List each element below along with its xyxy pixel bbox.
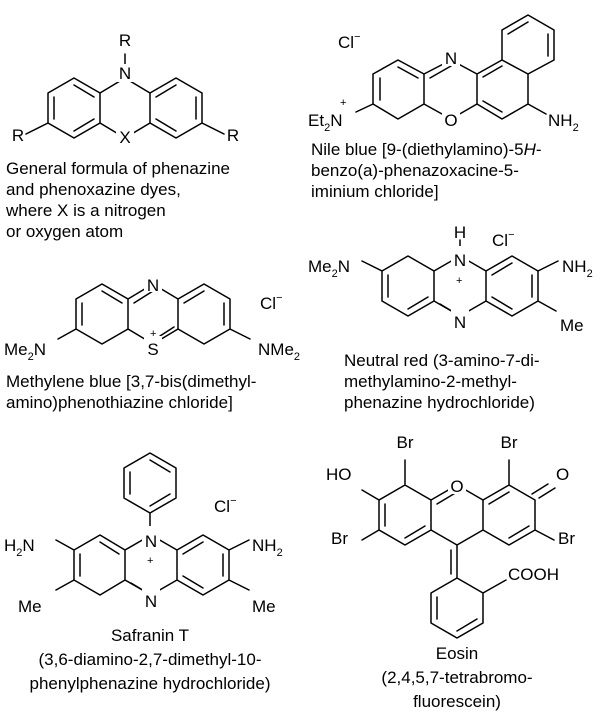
methylene-blue-structure: N S + Cl− Me2N NMe2 Methylene blue [3,7-…	[4, 274, 300, 412]
neutral-red-plus: +	[456, 275, 462, 287]
general-caption-line: General formula of phenazine	[6, 159, 230, 178]
methylene-blue-plus: +	[150, 328, 156, 340]
safranin-t-caption: Safranin T (3,6-diamino-2,7-dimethyl-10-…	[30, 626, 271, 693]
safranin-t-nh2: NH2	[252, 536, 283, 559]
nile-blue-et2n: Et2N	[308, 111, 342, 134]
eosin-br-bottom-left: Br	[331, 529, 348, 548]
eosin-bonds	[361, 459, 556, 639]
eosin-o-keto: O	[556, 465, 569, 484]
methylene-blue-caption: Methylene blue [3,7-bis(dimethyl- amino)…	[6, 372, 256, 412]
eosin-caption-line: fluorescein)	[413, 692, 501, 711]
safranin-t-caption-line: (3,6-diamino-2,7-dimethyl-10-	[39, 650, 262, 669]
methylene-blue-cl: Cl−	[260, 292, 283, 313]
nile-blue-caption-line: Nile blue [9-(diethylamino)-5H-	[311, 140, 542, 159]
safranin-t-caption-line: phenylphenazine hydrochloride)	[30, 674, 271, 693]
general-caption-line: and phenoxazine dyes,	[6, 180, 181, 199]
nile-blue-cl: Cl−	[338, 31, 361, 52]
safranin-t-n-bottom: N	[145, 592, 157, 611]
general-formula-structure: R N X R R General formula of phenazine a…	[5, 31, 239, 241]
nile-blue-structure: Cl− N O NH2 Et2N + Nile blue [9-(diethyl…	[308, 14, 579, 201]
eosin-cooh: COOH	[508, 565, 559, 584]
general-r-left: R	[12, 126, 24, 145]
methylene-blue-nme2-right: NMe2	[258, 340, 300, 363]
general-caption-line: or oxygen atom	[6, 222, 123, 241]
nile-blue-caption-line: benzo(a)-phenazoxacine-5-	[311, 161, 519, 180]
eosin-br-top-right: Br	[501, 433, 518, 452]
safranin-t-h2n: H2N	[4, 536, 35, 559]
eosin-caption: Eosin (2,4,5,7-tetrabromo- fluorescein)	[381, 644, 532, 711]
neutral-red-nh2: NH2	[562, 257, 593, 280]
general-bonds	[25, 53, 225, 139]
safranin-t-me-right: Me	[252, 597, 276, 616]
safranin-t-caption-line: Safranin T	[111, 626, 189, 645]
eosin-structure: Br Br HO O O Br Br COOH Eosin (2,4,5,7-t…	[326, 433, 575, 711]
safranin-t-plus: +	[147, 555, 153, 567]
nile-blue-caption: Nile blue [9-(diethylamino)-5H- benzo(a)…	[311, 140, 542, 201]
safranin-t-cl: Cl−	[214, 495, 237, 516]
eosin-br-top-left: Br	[397, 433, 414, 452]
eosin-caption-line: (2,4,5,7-tetrabromo-	[381, 668, 532, 687]
safranin-t-me-left: Me	[18, 597, 42, 616]
general-x-atom: X	[119, 128, 130, 147]
general-caption-line: where X is a nitrogen	[5, 201, 166, 220]
methylene-blue-n-ring: N	[147, 276, 159, 295]
eosin-caption-line: Eosin	[436, 644, 479, 663]
methylene-blue-caption-line: Methylene blue [3,7-bis(dimethyl-	[6, 372, 256, 391]
methylene-blue-nme2-left: Me2N	[4, 340, 46, 363]
neutral-red-me2n: Me2N	[308, 257, 350, 280]
neutral-red-caption: Neutral red (3-amino-7-di- methylamino-2…	[344, 351, 540, 412]
neutral-red-caption-line: Neutral red (3-amino-7-di-	[344, 351, 540, 370]
eosin-o-ring: O	[450, 477, 463, 496]
safranin-t-structure: N + Cl− H2N NH2 N Me Me Safranin T (3,6-…	[4, 452, 283, 693]
neutral-red-h: H	[454, 223, 466, 242]
nile-blue-n-ring: N	[445, 49, 457, 68]
methylene-blue-s-ring: S	[147, 340, 158, 359]
general-n-atom: N	[119, 64, 131, 83]
eosin-br-bottom-right: Br	[558, 529, 575, 548]
nile-blue-o-ring: O	[444, 111, 457, 130]
neutral-red-caption-line: methylamino-2-methyl-	[344, 372, 517, 391]
general-caption: General formula of phenazine and phenoxa…	[5, 159, 230, 241]
methylene-blue-caption-line: amino)phenothiazine chloride]	[6, 393, 233, 412]
safranin-t-bonds	[55, 452, 250, 596]
nile-blue-caption-line: iminium chloride]	[311, 182, 439, 201]
methylene-blue-bonds	[57, 283, 251, 345]
neutral-red-cl: Cl−	[492, 229, 515, 250]
neutral-red-me: Me	[560, 316, 584, 335]
neutral-red-n-top: N	[454, 251, 466, 270]
neutral-red-n-bottom: N	[454, 313, 466, 332]
safranin-t-n-top: N	[145, 532, 157, 551]
neutral-red-caption-line: phenazine hydrochloride)	[344, 393, 535, 412]
neutral-red-structure: H N + Cl− Me2N NH2 N Me Neutral red (3-a…	[308, 223, 593, 412]
general-r-right: R	[227, 126, 239, 145]
general-r-top: R	[119, 31, 131, 50]
nile-blue-nh2: NH2	[548, 111, 579, 134]
nile-blue-bonds	[355, 14, 555, 120]
nile-blue-plus: +	[340, 97, 346, 109]
neutral-red-bonds	[361, 239, 559, 317]
eosin-ho: HO	[326, 465, 352, 484]
